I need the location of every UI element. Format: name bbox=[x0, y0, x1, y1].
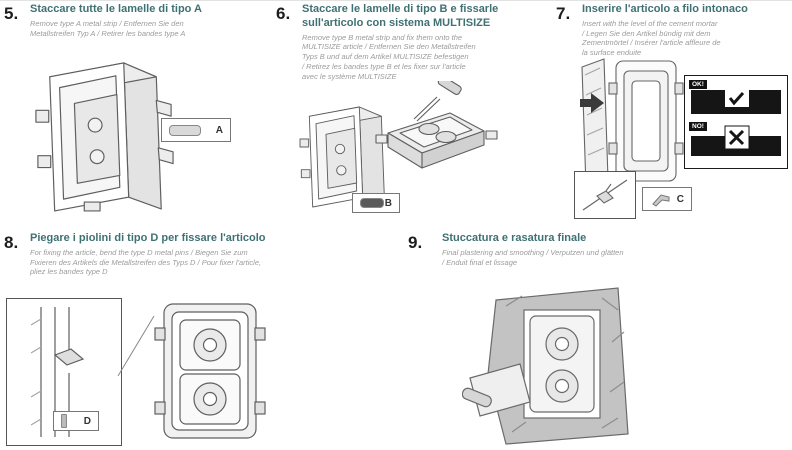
step-7: 7. Inserire l'articolo a filo intonaco I… bbox=[556, 3, 790, 229]
pin-detail-box bbox=[574, 171, 636, 219]
step-subtitle: Final plastering and smoothing / Verputz… bbox=[442, 247, 624, 267]
clip-c-icon bbox=[652, 194, 670, 207]
flush-no-diagram-icon bbox=[691, 125, 781, 156]
plastering-trowel-illustration bbox=[462, 287, 629, 445]
step-title: Stuccatura e rasatura finale bbox=[442, 232, 587, 244]
part-letter: B bbox=[384, 197, 392, 209]
part-letter: A bbox=[215, 124, 223, 136]
ok-label: OK! bbox=[689, 80, 707, 90]
step-subtitle: For fixing the article, bend the type D … bbox=[30, 247, 262, 277]
double-module-frame-illustration bbox=[154, 303, 266, 439]
step-6: 6. Staccare le lamelle di tipo B e fissa… bbox=[276, 3, 544, 229]
mounting-box-illustration bbox=[35, 62, 174, 212]
part-letter: D bbox=[83, 415, 91, 427]
bent-pin-detail-illustration bbox=[30, 307, 85, 437]
flush-mounting-inset: OK! NO! bbox=[684, 75, 788, 169]
flush-insert-illustration bbox=[580, 58, 684, 188]
no-label: NO! bbox=[689, 122, 707, 132]
flush-ok-diagram-icon bbox=[691, 90, 781, 114]
part-d-legend: D bbox=[53, 411, 99, 431]
step-title: Piegare i piolini di tipo D per fissare … bbox=[30, 232, 266, 244]
step-title: Staccare tutte le lamelle di tipo A bbox=[30, 3, 202, 15]
page-top-rule bbox=[0, 0, 792, 1]
step-number: 5. bbox=[4, 4, 19, 23]
metal-strip-b-icon bbox=[360, 198, 384, 208]
step-subtitle: Remove type B metal strip and fix them o… bbox=[302, 32, 476, 81]
step-number: 8. bbox=[4, 233, 19, 252]
zoom-connector-line bbox=[117, 315, 155, 377]
step-number: 9. bbox=[408, 233, 423, 252]
bent-pin-detail-box: D bbox=[6, 298, 122, 446]
step-8: 8. Piegare i piolini di tipo D per fissa… bbox=[4, 232, 384, 448]
step-subtitle: Remove type A metal strip / Entfernen Si… bbox=[30, 18, 186, 38]
step-number: 6. bbox=[276, 4, 291, 23]
step-9: 9. Stuccatura e rasatura finale Final pl… bbox=[400, 232, 788, 448]
step-title: Inserire l'articolo a filo intonaco bbox=[582, 3, 748, 15]
ok-example-row: OK! bbox=[689, 80, 783, 120]
mounting-box-illustration bbox=[299, 106, 386, 208]
no-example-row: NO! bbox=[689, 122, 783, 162]
metal-pin-d-icon bbox=[61, 414, 67, 428]
part-b-legend: B bbox=[352, 193, 400, 213]
part-a-legend: A bbox=[161, 118, 231, 142]
step-title: Staccare le lamelle di tipo B e fissarle… bbox=[302, 3, 499, 29]
step-number: 7. bbox=[556, 4, 571, 23]
part-letter: C bbox=[676, 193, 684, 205]
metal-strip-a-icon bbox=[169, 124, 201, 136]
step-subtitle: Insert with the level of the cement mort… bbox=[582, 18, 721, 57]
part-c-legend: C bbox=[642, 187, 692, 211]
step-5: 5. Staccare tutte le lamelle di tipo A R… bbox=[4, 3, 274, 229]
pin-icon bbox=[582, 179, 628, 211]
multisize-article-screwdriver-illustration bbox=[375, 81, 498, 169]
